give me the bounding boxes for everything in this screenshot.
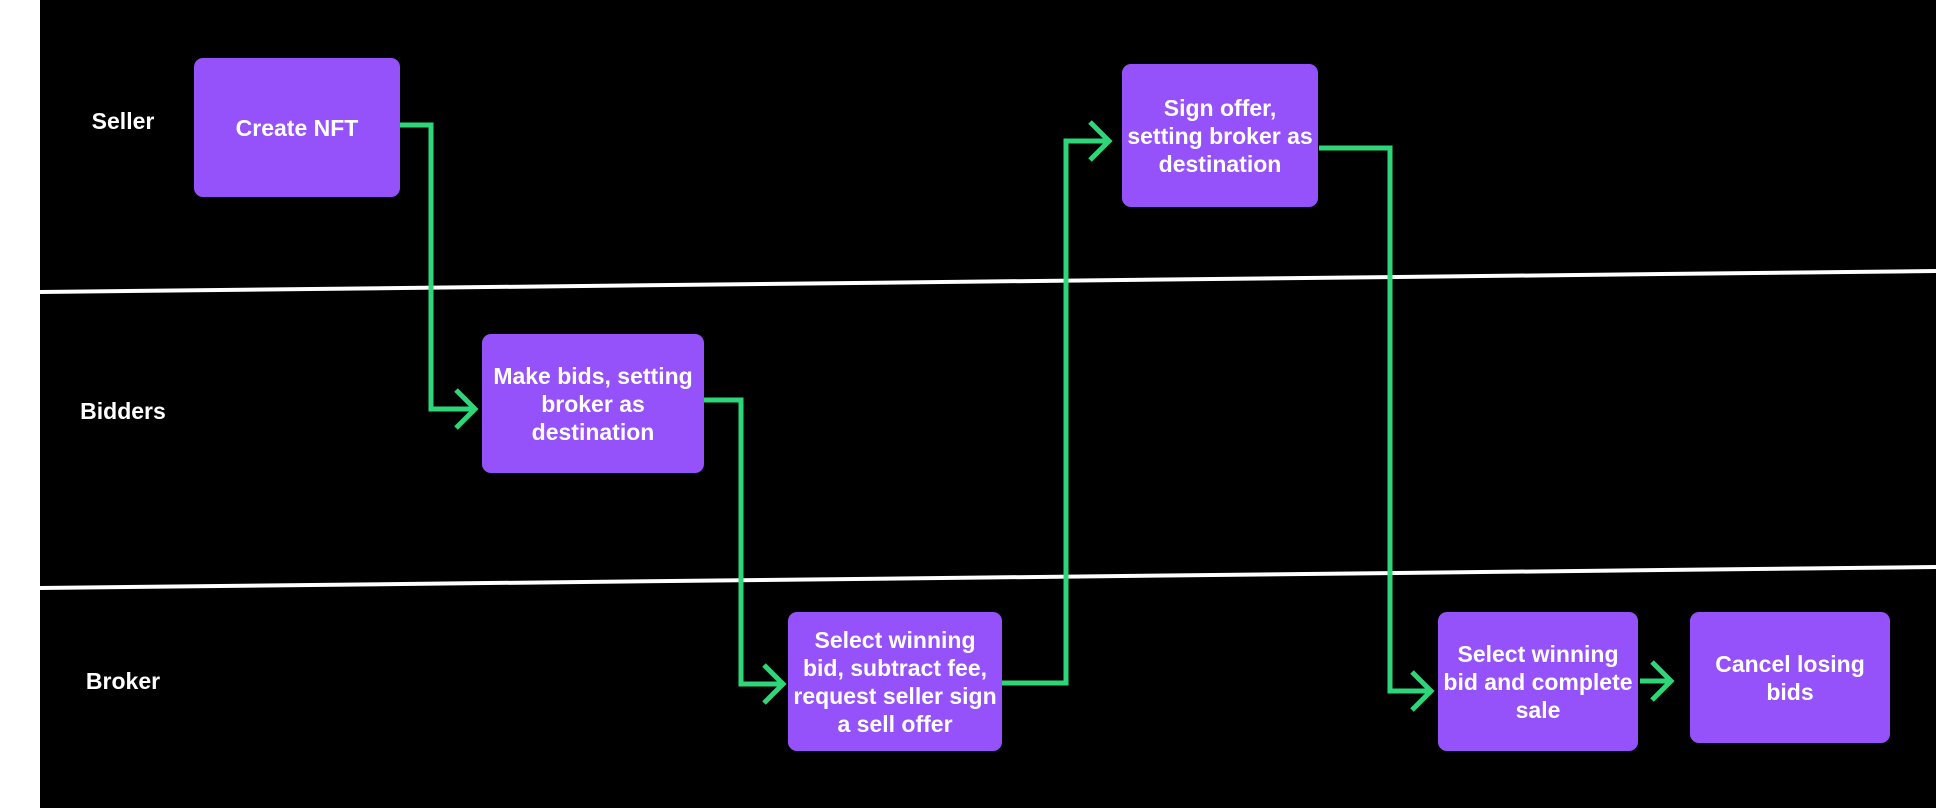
step-complete-sale: Select winning bid and complete sale	[1438, 612, 1638, 751]
step-complete-sale-label: Select winning bid and complete sale	[1443, 640, 1633, 723]
arrow-bids-to-select	[704, 397, 780, 687]
arrow-sign-to-complete	[1319, 145, 1428, 694]
step-create-nft: Create NFT	[194, 58, 400, 197]
step-make-bids-label: Make bids, setting broker as destination	[493, 362, 693, 445]
lane-label-seller: Seller	[91, 108, 155, 134]
lane-divider-seller-bidders	[39, 269, 1936, 294]
step-create-nft-label: Create NFT	[235, 114, 359, 141]
step-cancel-losing-bids-label: Cancel losing bids	[1715, 650, 1865, 705]
step-select-winning-bid-label: Select winning bid, subtract fee, reques…	[793, 626, 997, 737]
step-select-winning-bid: Select winning bid, subtract fee, reques…	[788, 612, 1002, 751]
step-sign-offer-label: Sign offer, setting broker as destinatio…	[1127, 94, 1313, 177]
step-cancel-losing-bids: Cancel losing bids	[1690, 612, 1890, 743]
lane-label-broker: Broker	[85, 668, 161, 694]
step-sign-offer: Sign offer, setting broker as destinatio…	[1122, 64, 1318, 207]
lane-label-bidders: Bidders	[80, 398, 166, 424]
arrowhead-complete-to-cancel	[1650, 660, 1675, 702]
arrow-create-to-bids	[396, 122, 472, 412]
arrowhead-select-to-sign	[1088, 120, 1113, 162]
arrow-select-to-sign	[1000, 138, 1106, 686]
step-make-bids: Make bids, setting broker as destination	[482, 334, 704, 473]
arrowhead-bids-to-select	[762, 663, 787, 705]
arrowhead-sign-to-complete	[1410, 670, 1435, 712]
lane-divider-bidders-broker	[39, 565, 1936, 590]
arrowhead-create-to-bids	[454, 388, 479, 430]
